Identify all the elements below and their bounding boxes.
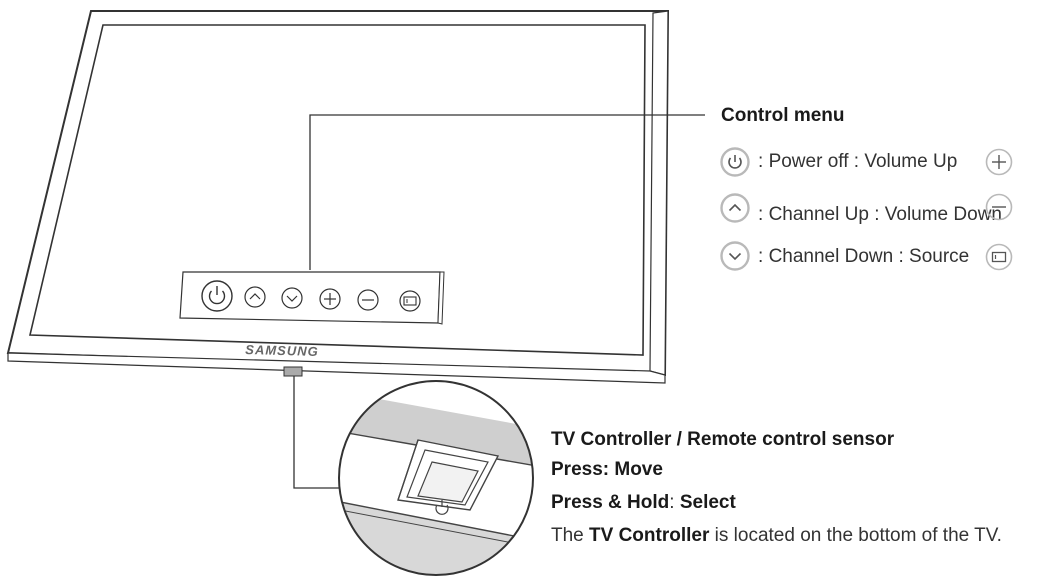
control-menu-title: Control menu — [721, 105, 845, 126]
controller-magnifier — [338, 380, 534, 576]
minus-icon — [985, 193, 1013, 221]
chevron-down-icon — [720, 241, 750, 271]
power-off-label: Power off — [768, 151, 849, 172]
panel-plus-icon — [319, 288, 341, 310]
panel-chevron-up-icon — [244, 286, 266, 308]
source-label: Source — [909, 246, 970, 267]
panel-minus-icon — [357, 289, 379, 311]
volume-up-label: Volume Up — [864, 151, 958, 172]
tv-body: SAMSUNG — [6, 10, 670, 384]
panel-power-icon — [201, 280, 233, 312]
press-hold-text: Press & Hold: Select — [551, 492, 736, 513]
control-menu-leader-line — [309, 114, 705, 270]
panel-source-icon — [399, 290, 421, 312]
plus-icon — [985, 148, 1013, 176]
power-icon — [720, 147, 750, 177]
controller-location-text: The TV Controller is located on the bott… — [551, 525, 1002, 546]
volume-down-label: Volume Down — [884, 204, 1002, 225]
panel-chevron-down-icon — [281, 287, 303, 309]
control-menu-row-3: : Channel Down : Source — [758, 246, 970, 267]
channel-down-label: Channel Down — [768, 246, 894, 267]
channel-up-label: Channel Up — [768, 204, 869, 225]
controller-stick — [397, 439, 500, 515]
controller-title: TV Controller / Remote control sensor — [551, 429, 895, 450]
press-move-text: Press: Move — [551, 459, 663, 480]
chevron-up-icon — [720, 193, 750, 223]
control-menu-panel — [179, 271, 445, 325]
tv-controller-stub — [283, 366, 303, 377]
brand-logo: SAMSUNG — [245, 342, 319, 359]
control-menu-row-2: : Channel Up : Volume Down — [758, 204, 1002, 225]
control-menu-row-1: : Power off : Volume Up — [758, 151, 958, 172]
source-icon — [985, 243, 1013, 271]
